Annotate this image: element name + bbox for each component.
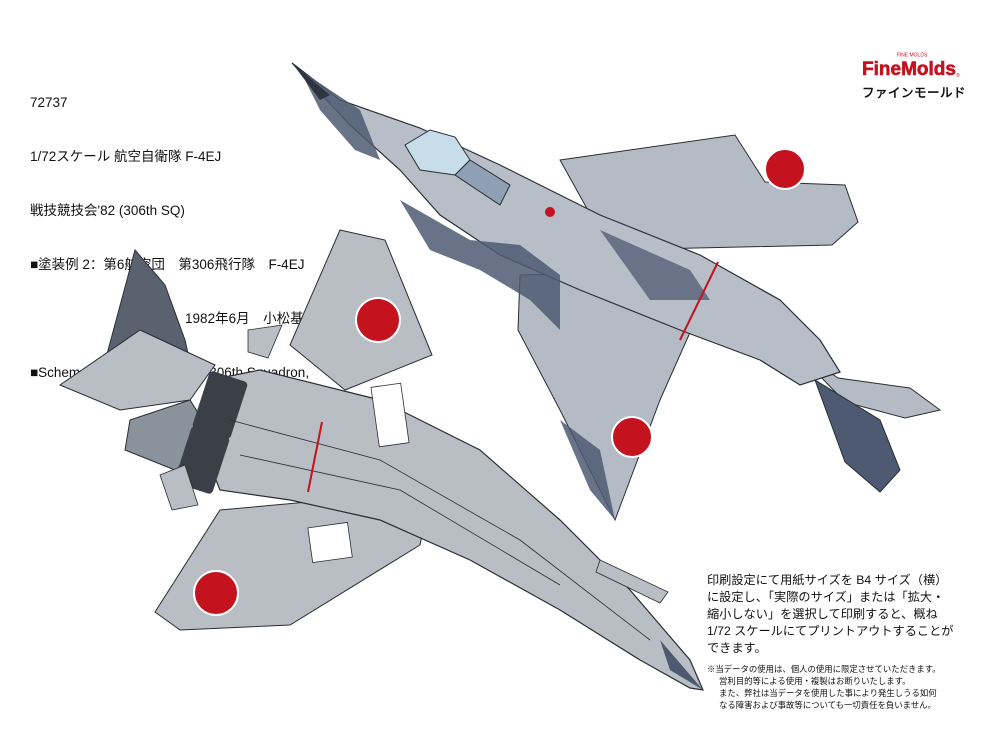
lower-red-stripe xyxy=(307,421,323,493)
upper-vertical-tail xyxy=(814,378,901,493)
lower-engine-nozzle-1 xyxy=(192,371,248,439)
upper-red-stripe xyxy=(679,261,719,341)
lower-gear-bay-1 xyxy=(370,382,410,448)
logo-katakana: ファインモールド xyxy=(862,86,967,100)
upper-canopy-rear xyxy=(454,159,511,206)
upper-camo-dark-2 xyxy=(400,200,560,330)
upper-view xyxy=(291,62,942,522)
upper-hinomaru-right-wing xyxy=(764,148,806,190)
loose-part-gear-door xyxy=(247,324,283,359)
lower-hinomaru-lower-wing xyxy=(193,570,239,616)
loose-part-panel xyxy=(159,464,199,511)
disclaimer: ※当データの使用は、個人の使用に限定させていただきます。 営利目的等による使用・… xyxy=(707,663,987,711)
disclaimer-line: ※当データの使用は、個人の使用に限定させていただきます。 xyxy=(707,664,941,674)
print-instruction-line: 印刷設定にて用紙サイズを B4 サイズ（横） xyxy=(707,573,948,587)
title-line-1: 1/72スケール 航空自衛隊 F-4EJ xyxy=(30,149,222,164)
print-instruction-line: 1/72 スケールにてプリントアウトすることが xyxy=(707,624,954,638)
lower-view xyxy=(58,229,704,691)
upper-hinomaru-left-wing xyxy=(611,416,653,458)
product-code: 72737 xyxy=(30,95,68,110)
lower-left-stabilizer xyxy=(58,329,216,411)
print-instructions: 印刷設定にて用紙サイズを B4 サイズ（横） に設定し、「実際のサイズ」または「… xyxy=(707,572,987,657)
lower-nose xyxy=(660,640,703,690)
upper-camo-dark-4 xyxy=(560,420,615,520)
lower-hinomaru-upper-wing xyxy=(355,297,401,343)
lower-fuselage-centerline xyxy=(229,419,651,641)
disclaimer-line: また、弊社は当データを使用した事により発生しうる如何 xyxy=(719,688,937,698)
upper-camo-dark-3 xyxy=(600,230,710,300)
disclaimer-line: なる障害および事故等についても一切責任を負いません。 xyxy=(719,700,936,710)
lower-fuselage xyxy=(199,369,704,691)
upper-nose xyxy=(292,63,330,100)
finemolds-wordmark: FINE MOLDS FineMolds ® xyxy=(862,50,962,80)
loose-part-tank xyxy=(595,559,669,604)
print-instruction-line: 縮小しない」を選択して印刷すると、概ね xyxy=(707,607,938,621)
finemolds-logo: FINE MOLDS FineMolds ® ファインモールド xyxy=(862,50,974,101)
disclaimer-line: 営利目的等による使用・複製はお断りいたします。 xyxy=(719,676,911,686)
lower-gear-bay-2 xyxy=(307,521,353,564)
upper-small-roundel xyxy=(545,207,555,217)
print-notes: 印刷設定にて用紙サイズを B4 サイズ（横） に設定し、「実際のサイズ」または「… xyxy=(707,572,987,711)
logo-brand-text: FineMolds xyxy=(862,59,956,80)
lower-fuselage-detail-1 xyxy=(239,454,561,586)
logo-registered-mark: ® xyxy=(956,72,960,79)
print-instruction-line: に設定し、「実際のサイズ」または「拡大・ xyxy=(707,590,945,604)
logo-small-text: FINE MOLDS xyxy=(897,53,928,59)
title-line-2: 戦技競技会'82 (306th SQ) xyxy=(30,203,185,218)
print-instruction-line: できます。 xyxy=(707,641,767,655)
